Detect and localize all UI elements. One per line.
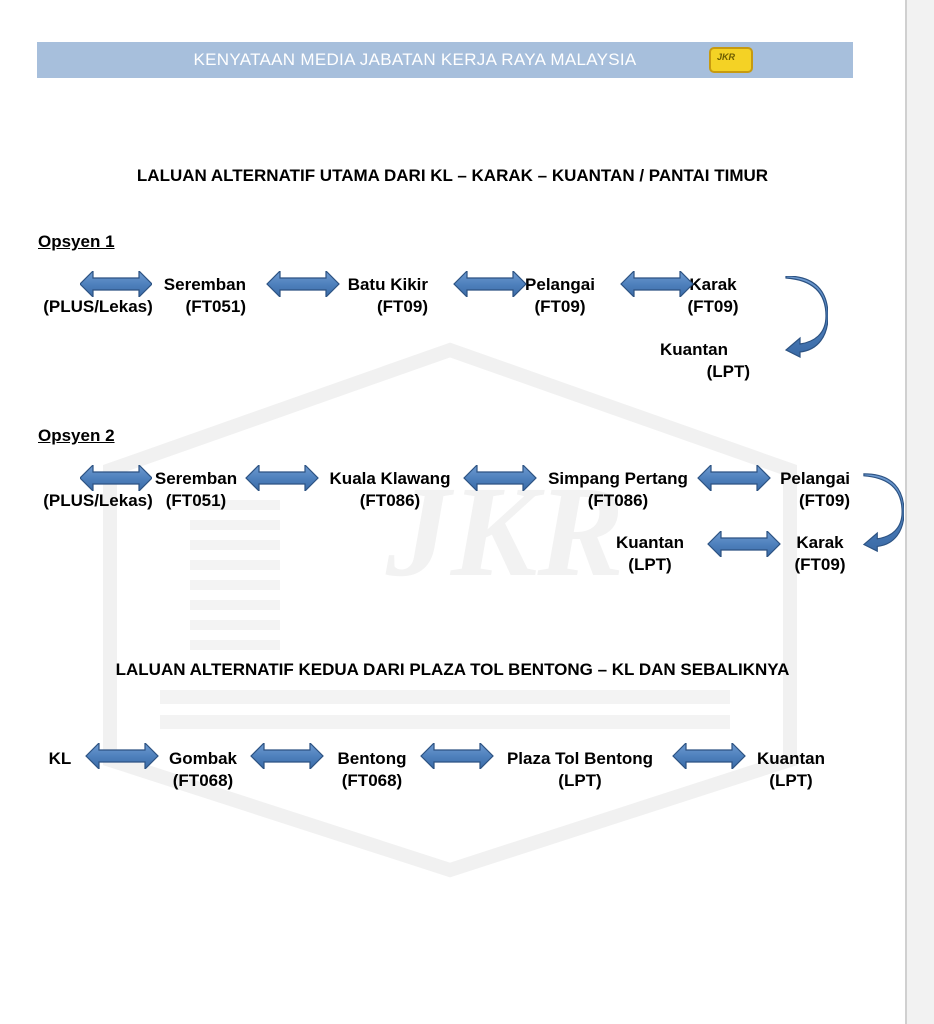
node-name: Kuantan — [616, 533, 684, 552]
node-name: Kuala Klawang — [329, 469, 451, 488]
node-name: Pelangai — [525, 275, 595, 294]
curved-arrow-icon — [784, 276, 828, 358]
header-title: KENYATAAN MEDIA JABATAN KERJA RAYA MALAY… — [193, 50, 637, 69]
option2-label: Opsyen 2 — [38, 426, 115, 445]
node-code: (FT09) — [534, 297, 586, 316]
logo-text: JKR — [717, 52, 736, 62]
double-arrow-icon — [620, 271, 694, 297]
node-code: (FT051) — [185, 297, 246, 316]
node-code: (FT086) — [587, 491, 649, 510]
node-code: (FT051) — [165, 491, 227, 510]
double-arrow-icon — [420, 743, 494, 769]
opt1-node-pelangai: Pelangai (FT09) — [520, 274, 600, 318]
node-code: (PLUS/Lekas) — [43, 491, 153, 510]
node-code: (FT09) — [687, 297, 739, 316]
node-name: Gombak — [168, 749, 238, 768]
node-name: Simpang Pertang — [548, 469, 688, 488]
opt1-node-karak: Karak (FT09) — [680, 274, 746, 318]
node-code: (FT068) — [341, 771, 403, 790]
node-name: Batu Kikir — [347, 275, 428, 294]
node-name: Seremban — [154, 469, 238, 488]
jkr-logo-icon: JKR — [709, 47, 753, 73]
node-name: KL — [48, 749, 72, 768]
node-name: Plaza Tol Bentong — [506, 749, 654, 768]
sec2-node-bentong: Bentong (FT068) — [330, 748, 414, 792]
double-arrow-icon — [250, 743, 324, 769]
sec2-node-gombak: Gombak (FT068) — [160, 748, 246, 792]
node-name: Kuantan — [660, 340, 728, 359]
sec2-node-plaza-tol-bentong: Plaza Tol Bentong (LPT) — [498, 748, 662, 792]
double-arrow-icon — [707, 531, 781, 557]
node-name: Pelangai — [780, 469, 850, 488]
opt1-node-kuantan: Kuantan (LPT) — [660, 339, 750, 383]
double-arrow-icon — [463, 465, 537, 491]
double-arrow-icon — [453, 271, 527, 297]
opt2-node-simpang-pertang: Simpang Pertang (FT086) — [540, 468, 696, 512]
node-name: Seremban — [163, 275, 246, 294]
jkr-watermark: JKR — [103, 342, 797, 878]
node-code: (LPT) — [769, 771, 813, 790]
node-code: (LPT) — [628, 555, 672, 574]
node-code: (FT086) — [359, 491, 421, 510]
node-code: (FT09) — [377, 297, 428, 316]
node-name: Karak — [796, 533, 844, 552]
opt1-node-seremban: Seremban (FT051) — [150, 274, 246, 318]
option1-label: Opsyen 1 — [38, 232, 115, 251]
opt2-node-seremban: Seremban (FT051) — [150, 468, 242, 512]
node-code: (LPT) — [558, 771, 602, 790]
double-arrow-icon — [697, 465, 771, 491]
node-name: Kuantan — [757, 749, 825, 768]
node-code: (LPT) — [706, 362, 750, 381]
node-name: Karak — [689, 275, 737, 294]
double-arrow-icon — [266, 271, 340, 297]
double-arrow-icon — [80, 465, 152, 491]
opt2-node-kuantan: Kuantan (LPT) — [610, 532, 690, 576]
double-arrow-icon — [245, 465, 319, 491]
double-arrow-icon — [672, 743, 746, 769]
section2-title: LALUAN ALTERNATIF KEDUA DARI PLAZA TOL B… — [115, 660, 790, 679]
header-banner: KENYATAAN MEDIA JABATAN KERJA RAYA MALAY… — [37, 42, 853, 78]
node-code: (FT09) — [799, 491, 850, 510]
curved-arrow-icon — [862, 473, 904, 553]
node-code: (FT09) — [794, 555, 846, 574]
sec2-node-kuantan: Kuantan (LPT) — [750, 748, 832, 792]
opt2-node-karak: Karak (FT09) — [788, 532, 852, 576]
page-edge — [905, 0, 934, 1024]
section1-title: LALUAN ALTERNATIF UTAMA DARI KL – KARAK … — [136, 166, 769, 185]
node-code: (PLUS/Lekas) — [43, 297, 153, 316]
double-arrow-icon — [85, 743, 159, 769]
opt1-node-batu-kikir: Batu Kikir (FT09) — [320, 274, 428, 318]
node-name: Bentong — [337, 749, 407, 768]
double-arrow-icon — [80, 271, 152, 297]
opt2-node-pelangai: Pelangai (FT09) — [766, 468, 850, 512]
opt2-node-kuala-klawang: Kuala Klawang (FT086) — [322, 468, 458, 512]
node-code: (FT068) — [172, 771, 234, 790]
sec2-node-kl: KL — [40, 748, 80, 770]
